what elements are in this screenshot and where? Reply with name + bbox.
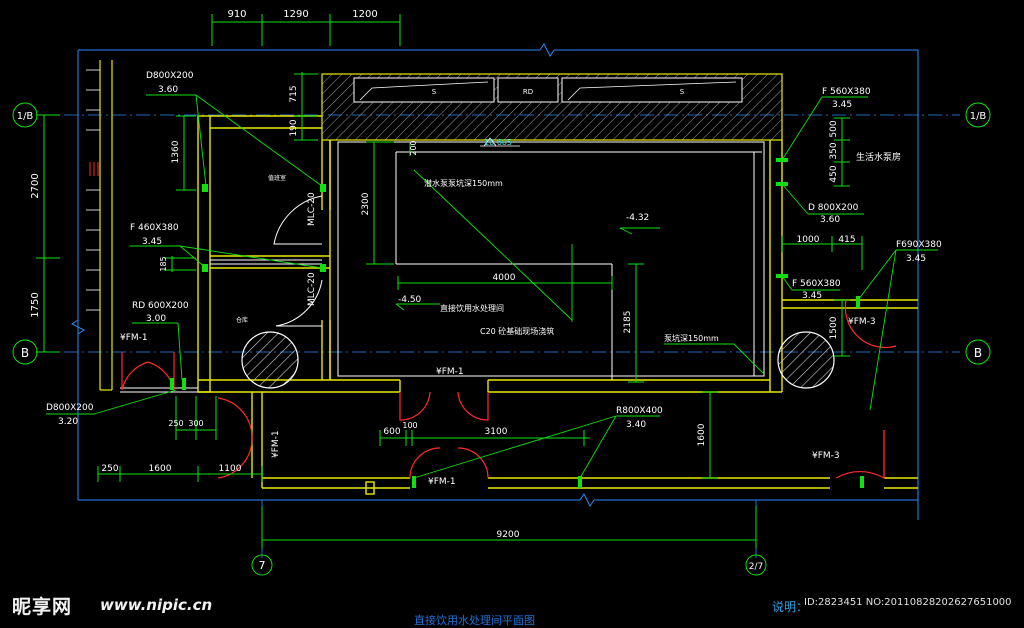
mlc-doors [273,195,323,327]
label-r800-el: 3.40 [626,420,646,430]
label-fm-4: ¥FM-1 [428,477,456,487]
label-room-b: 仓库 [236,316,248,324]
left-dim-chain [36,114,60,353]
dim-910: 910 [227,9,246,20]
label-d800-b-el: 3.20 [58,417,78,427]
label-f460: F 460X380 [130,223,179,233]
label-level-1: 10.605 [484,138,512,147]
sump-left [241,331,299,389]
mlc-label-2: MLC-20 [307,272,317,306]
axis-label-top-left: 1/B [17,111,34,122]
dim-1600-h: 1600 [149,464,172,474]
sump-right [777,331,835,389]
axis-label-top-right: 1/B [970,111,987,122]
mlc-label-1: MLC-20 [307,192,317,226]
top-dim-chain [211,14,401,46]
dim-1750: 1750 [30,292,41,317]
label-rd600-el: 3.00 [146,314,166,324]
dim-185: 185 [159,256,168,271]
label-d800-c-el: 3.60 [820,215,840,225]
watermark-url: www.nipic.cn [100,596,213,614]
dim-3100: 3100 [485,427,508,437]
label-rd600: RD 600X200 [132,301,189,311]
dim-2185: 2185 [623,311,633,334]
label-fm-6: ¥FM-3 [812,451,840,461]
walls [197,115,918,495]
dim-1100: 1100 [219,464,242,474]
watermark-id: ID:2823451 NO:20110828202627651000 [804,597,1012,608]
axis-label-mid-right: B [974,346,982,360]
label-f560-a: F 560X380 [822,87,871,97]
drawing-caption: 直接饮用水处理间平面图 [414,614,535,627]
label-f460-el: 3.45 [142,237,162,247]
left-wall-column [99,60,113,391]
dim-1360: 1360 [171,140,181,163]
elevation-markers [480,137,520,147]
outer-frame [71,43,919,520]
label-f560-b: F 560X380 [792,279,841,289]
pump-bases [353,77,743,103]
dim-2700: 2700 [30,173,41,198]
dim-2300: 2300 [361,192,371,215]
label-fm-3: ¥FM-1 [271,430,281,458]
dim-600: 600 [383,427,400,437]
dim-350: 350 [829,142,839,159]
dim-1500: 1500 [829,316,839,339]
dim-250-a: 250 [168,419,183,428]
interior-dims [97,72,863,548]
axis-bubble-bottom-left [251,554,273,576]
label-pit-1: 潜水泵泵坑深150mm [424,178,503,188]
dim-300: 300 [188,419,203,428]
label-f560-b-el: 3.45 [802,291,822,301]
watermark-logo: 昵享网 [12,596,73,618]
label-f690: F690X380 [896,240,942,250]
label-fm-5: ¥FM-3 [848,317,876,327]
dim-1000: 1000 [797,235,820,245]
label-fm-2: ¥FM-1 [436,367,464,377]
dim-715: 715 [289,85,299,102]
pump-label-s2: S [680,88,685,96]
label-slab: C20 砼基础现场浇筑 [480,326,554,336]
label-pit-2: 泵坑深150mm [664,333,719,343]
dim-4000: 4000 [493,273,516,283]
dim-190: 190 [289,119,299,136]
pump-label-rd: RD [523,88,533,96]
axis-label-bottom-right: 2/7 [749,562,763,572]
label-d800-a: D800X200 [146,71,194,81]
label-r800: R800X400 [616,406,663,416]
dim-415: 415 [838,235,855,245]
pump-label-s1: S [432,88,437,96]
label-level-2: -4.32 [626,213,649,223]
axis-label-bottom-left: 7 [259,559,266,572]
label-level-3: -4.50 [398,295,422,305]
dim-100: 100 [402,421,417,430]
axis-label-mid-left: B [21,346,29,360]
label-room-a: 值班室 [268,174,286,182]
label-d800-c: D 800X200 [808,203,859,213]
dim-9200: 9200 [497,530,520,540]
label-room-water: 生活水泵房 [856,151,901,163]
dim-450: 450 [829,165,839,182]
dim-1600-v: 1600 [697,423,707,446]
label-fm-1: ¥FM-1 [120,333,148,343]
axis-bubbles [12,102,991,576]
leaders [46,94,938,479]
dim-1200: 1200 [352,9,377,20]
label-f690-el: 3.45 [906,254,926,264]
label-d800-a-el: 3.60 [158,85,178,95]
dim-500: 500 [829,120,839,137]
dim-200: 200 [409,140,418,155]
label-process: 直接饮用水处理间 [440,303,504,313]
axis-bubble-mid-right [965,339,991,365]
label-f560-a-el: 3.45 [832,100,852,110]
axis-bubble-top-right [965,102,991,128]
label-d800-b: D800X200 [46,403,94,413]
axis-bubble-bottom-right [745,554,767,576]
dim-1290: 1290 [283,9,308,20]
note-label: 说明： [772,600,809,614]
dim-250-b: 250 [101,464,118,474]
